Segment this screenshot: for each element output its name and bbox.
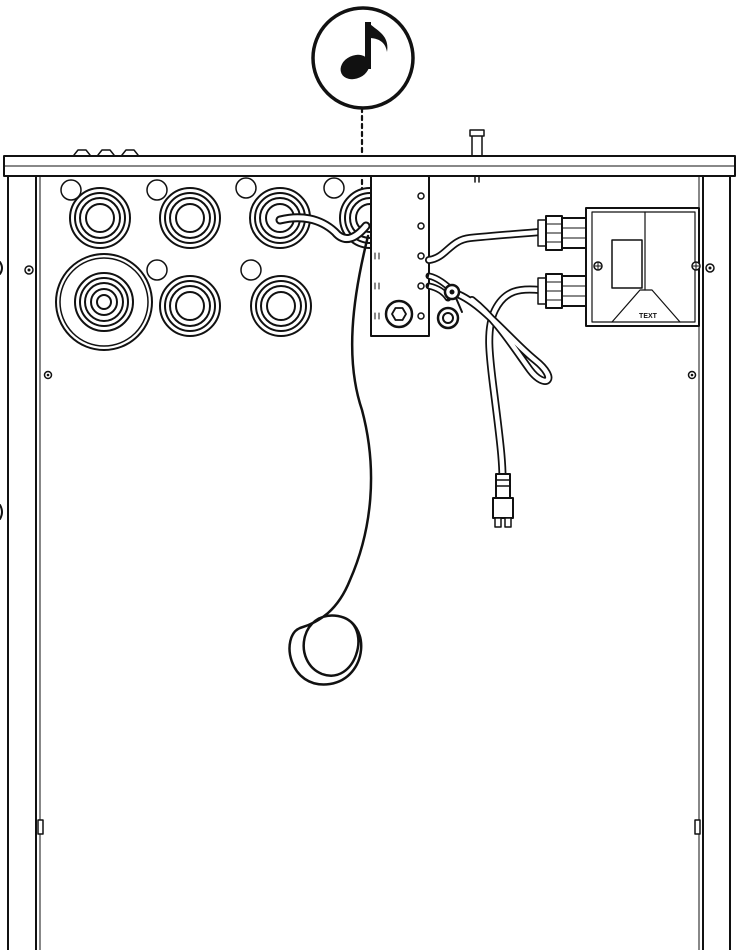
cable-gland-upper xyxy=(537,215,587,251)
grommet-6 xyxy=(250,275,312,337)
grommet-2 xyxy=(159,187,221,249)
hex-nut xyxy=(384,299,414,329)
mounting-bracket xyxy=(370,175,430,337)
cable-lower xyxy=(448,285,553,494)
cable-loop-grommet xyxy=(275,213,371,243)
music-note-icon xyxy=(340,22,388,80)
cable-upper xyxy=(425,228,544,264)
box-screw-left xyxy=(593,261,603,271)
screw-right-upper xyxy=(705,263,715,273)
box-screw-right xyxy=(691,261,701,271)
screw-left-upper xyxy=(24,265,34,275)
junction-box-label: TEXT xyxy=(639,313,658,320)
connector-plug xyxy=(492,473,514,528)
cabinet xyxy=(0,155,736,950)
grommet-5 xyxy=(159,275,221,337)
screw-right-mid xyxy=(687,370,697,380)
pipe-gland xyxy=(55,253,153,351)
sensor-cable xyxy=(288,234,373,686)
junction-box: TEXT xyxy=(537,207,701,327)
cable-clamps xyxy=(425,272,463,330)
knockout-holes xyxy=(60,177,345,281)
grommet-1 xyxy=(69,187,131,249)
screw-left-mid xyxy=(43,370,53,380)
cable-gland-lower xyxy=(537,273,587,309)
